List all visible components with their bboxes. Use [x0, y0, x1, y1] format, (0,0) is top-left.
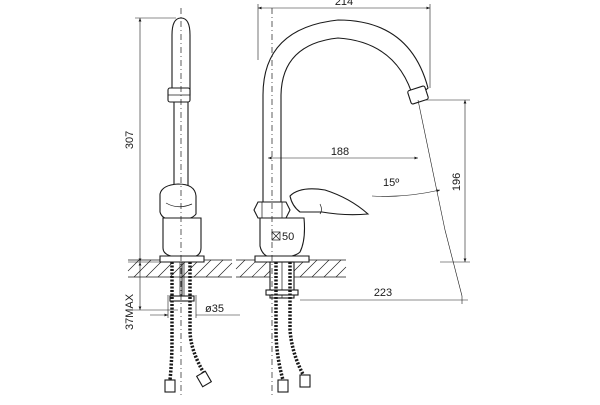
- front-lever: [289, 188, 370, 216]
- side-view: 307 37MAX ø35: [124, 8, 240, 398]
- outlet-height-label: 196: [451, 173, 463, 191]
- hole-diameter-label: ø35: [205, 303, 224, 315]
- dim-spout-reach: 214: [257, 0, 431, 88]
- side-hoses: [164, 262, 213, 393]
- front-hoses: [274, 262, 311, 393]
- lever-to-spout-label: 188: [331, 146, 349, 158]
- spout-reach-label: 214: [335, 0, 353, 8]
- front-spout: [262, 19, 429, 203]
- side-lever: [159, 183, 197, 221]
- total-height-label: 307: [124, 131, 136, 149]
- dim-counter-thickness: 37MAX: [124, 261, 178, 330]
- dim-lever-angle: 15º: [371, 99, 446, 231]
- front-view: 50 214 188 15º: [235, 0, 470, 398]
- lever-angle-label: 15º: [383, 177, 399, 189]
- base-to-outlet-label: 223: [374, 287, 392, 299]
- dim-hole-diameter: ø35: [150, 295, 240, 318]
- counter-thickness-label: 37MAX: [124, 293, 136, 330]
- dim-total-height: 307: [124, 17, 176, 262]
- dim-outlet-height: 196: [425, 99, 470, 263]
- wrench-size-label: 50: [282, 231, 294, 243]
- square-cross-icon: [271, 231, 281, 241]
- dim-base-to-outlet: 223: [300, 229, 468, 304]
- front-aerator: [407, 85, 429, 105]
- dim-lever-to-spout: 188: [268, 146, 418, 160]
- side-body: [162, 217, 202, 257]
